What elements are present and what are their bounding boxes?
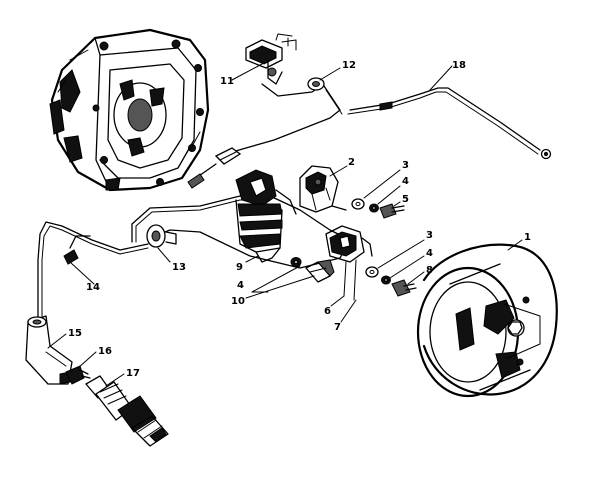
- callout-1: 1: [524, 232, 531, 243]
- washer-3-lower: [365, 266, 379, 278]
- callout-15: 15: [68, 328, 82, 339]
- callout-3-upper: 3: [402, 160, 409, 171]
- callout-4-upper: 4: [402, 176, 409, 187]
- spark-plug-icon: [85, 375, 169, 447]
- callout-13: 13: [172, 262, 186, 273]
- wire-connector: [187, 147, 242, 189]
- coil-bracket: [299, 165, 347, 213]
- screw-8: [391, 279, 417, 297]
- callout-6: 6: [324, 306, 331, 317]
- wire-grommet-12: [307, 77, 325, 91]
- lock-washer-4-upper: [369, 203, 379, 213]
- callout-4-lower: 4: [426, 248, 433, 259]
- kill-switch-icon: [245, 33, 297, 85]
- callout-18: 18: [452, 60, 466, 71]
- ignition-coil-icon: [235, 169, 297, 263]
- flywheel-icon: [416, 243, 558, 398]
- lock-washer-4-coil: [290, 257, 302, 267]
- trigger-module-icon: [325, 225, 373, 301]
- callout-10: 10: [231, 296, 245, 307]
- callout-16: 16: [98, 346, 112, 357]
- callout-9: 9: [236, 262, 243, 273]
- harness-grommet-13: [146, 224, 177, 248]
- washer-3-upper: [351, 198, 365, 210]
- callout-8: 8: [426, 265, 433, 276]
- lock-washer-4-lower: [381, 275, 391, 285]
- callout-3-lower: 3: [426, 230, 433, 241]
- high-tension-lead: [37, 221, 149, 319]
- callout-7: 7: [334, 322, 341, 333]
- screw-10: [305, 259, 335, 283]
- callout-4-coil: 4: [237, 280, 244, 291]
- callout-17: 17: [126, 368, 140, 379]
- crankcase-icon: [49, 28, 210, 192]
- callout-5: 5: [402, 194, 409, 205]
- spark-plug-boot-icon: [25, 315, 73, 385]
- callout-2: 2: [348, 157, 355, 168]
- ignition-harness: [131, 195, 351, 269]
- plug-terminal-nut: [65, 365, 91, 385]
- callout-12: 12: [342, 60, 356, 71]
- callout-11: 11: [220, 76, 234, 87]
- leader-lines: [47, 63, 523, 387]
- callout-14: 14: [86, 282, 100, 293]
- screw-5: [379, 203, 405, 219]
- switch-lead: [231, 85, 341, 153]
- ground-wire-icon: [347, 87, 552, 160]
